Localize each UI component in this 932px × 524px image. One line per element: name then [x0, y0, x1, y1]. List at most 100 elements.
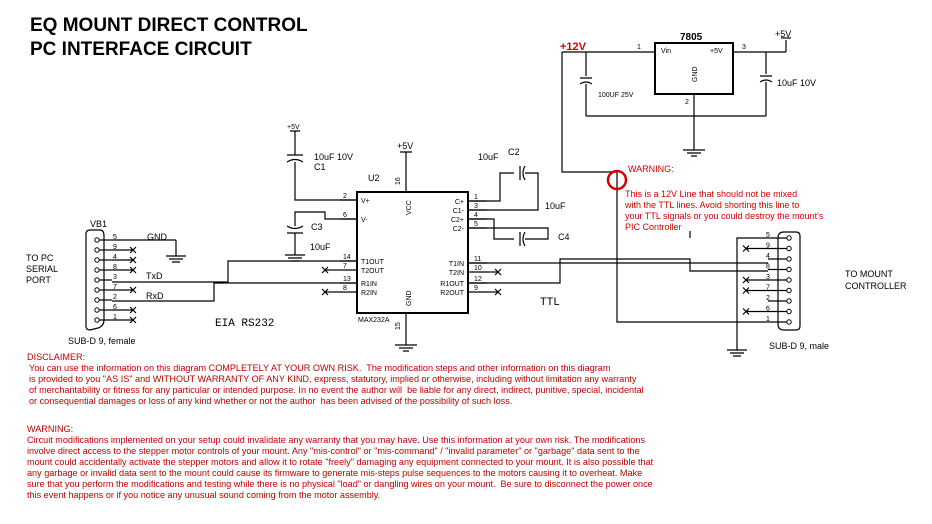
cap-in-value: 100UF 25V	[598, 92, 634, 99]
max232-left-pin-name: R2IN	[361, 290, 377, 297]
pc-pin-socket	[94, 247, 100, 253]
mount-pin-number: 7	[766, 285, 770, 292]
no-connect-mark	[129, 246, 137, 254]
mount-pin-socket	[786, 298, 792, 304]
title-line-2: PC INTERFACE CIRCUIT	[30, 39, 252, 60]
c2-value: 10uF	[478, 152, 499, 162]
max232-right-pin-number: 5	[474, 221, 478, 228]
max232-ref: U2	[368, 173, 380, 183]
mount-pin-number: 1	[766, 316, 770, 323]
no-connect-mark	[742, 287, 750, 294]
mount-pin-number: 9	[766, 243, 770, 250]
regulator-7805: 7805 Vin +5V GND 1 2 3 +5V +12V 100UF 25…	[560, 29, 816, 173]
line-12v	[561, 52, 617, 173]
pc-connector-ref: VB1	[90, 219, 107, 229]
warning-footer-line-5: sure that you perform the modifications …	[27, 479, 653, 489]
max232-right-pin-number: 10	[474, 265, 482, 272]
mount-pin-socket	[786, 266, 792, 273]
pc-pin-number: 1	[113, 314, 117, 321]
max232-right-pin-name: C1-	[453, 208, 465, 215]
pc-pin-number: 9	[113, 244, 117, 251]
disclaimer-line-1: You can use the information on this diag…	[29, 363, 611, 373]
max232-vcc-line	[400, 151, 412, 192]
no-connect-mark	[321, 266, 329, 274]
warning-footer-line-1: Circuit modifications implemented on you…	[27, 435, 645, 445]
c1-supply: +5V	[287, 124, 300, 131]
mount-pin-number: 2	[766, 295, 770, 302]
pc-pin-number: 5	[113, 234, 117, 241]
c2-symbol	[468, 165, 539, 211]
max232-left-pin-name: V-	[361, 217, 368, 224]
pc-connector-type: SUB-D 9, female	[68, 336, 136, 346]
c3-value: 10uF	[310, 242, 331, 252]
mount-pin-socket	[786, 308, 792, 315]
pc-pin-socket	[94, 317, 100, 323]
warning-footer-line-4: any garbage or invalid data sent to the …	[27, 468, 643, 478]
c1-symbol	[286, 130, 357, 201]
c1-ref: C1	[314, 162, 326, 172]
mount-pin-number: 8	[766, 264, 770, 271]
mount-pin-number: 6	[766, 306, 770, 313]
mount-label-2: CONTROLLER	[845, 281, 907, 291]
max232-right-pin-name: T2IN	[449, 270, 464, 277]
cap-out-symbol	[759, 52, 773, 116]
no-connect-mark	[129, 316, 137, 324]
max232-left-pin-number: 2	[343, 193, 347, 200]
pc-gnd-label: GND	[147, 232, 168, 242]
pc-pin-socket	[94, 297, 100, 303]
max232-right-pin-number: 1	[474, 194, 478, 201]
mount-connector-shell	[777, 231, 801, 331]
max232-right-pin-name: T1IN	[449, 261, 464, 268]
max232-vcc-label: VCC	[406, 200, 413, 215]
mount-pin-socket	[786, 277, 792, 283]
max232-left-pin-name: T2OUT	[361, 268, 385, 275]
c4-value: 10uF	[545, 201, 566, 211]
regulator-vout: +5V	[710, 48, 723, 55]
regulator-pin2: 2	[685, 99, 689, 106]
max232-body	[356, 191, 469, 314]
max232-right-pin-name: R2OUT	[440, 290, 464, 297]
disclaimer-line-4: or consequential damages or loss of any …	[29, 396, 513, 406]
wiring	[112, 172, 768, 357]
pc-pin-number: 4	[113, 254, 117, 261]
regulator-rails	[562, 40, 787, 53]
warning-footer-line-6: this event happens or if you notice any …	[27, 490, 381, 500]
mount-bus-label: TTL	[540, 297, 560, 309]
max232-left-pin-name: R1IN	[361, 281, 377, 288]
max232-right-pin-number: 12	[474, 276, 482, 283]
regulator-supply-out: +5V	[775, 29, 791, 39]
wire-r1out	[468, 258, 768, 284]
mount-pin-socket	[786, 256, 792, 262]
capacitor-c2: C2 10uF	[468, 147, 539, 211]
max232-right-pin-name: C+	[455, 199, 464, 206]
max232-right-pin-number: 3	[474, 203, 478, 210]
no-connect-mark	[129, 306, 137, 314]
mount-pin-socket	[786, 245, 792, 252]
regulator-gnd: GND	[692, 66, 699, 82]
max232-pin-vcc: 16	[395, 177, 402, 185]
warning-note-line-1: This is a 12V Line that should not be mi…	[625, 189, 797, 199]
disclaimer-title: DISCLAIMER:	[27, 352, 86, 362]
mount-pin-number: 4	[766, 253, 770, 260]
pc-label-1: TO PC	[26, 253, 54, 263]
no-connect-mark	[742, 245, 750, 252]
regulator-pin3: 3	[742, 44, 746, 51]
mount-pin-socket	[786, 319, 792, 325]
pc-pin-socket	[94, 307, 100, 313]
no-connect-mark	[494, 268, 502, 276]
no-connect-mark	[129, 286, 137, 294]
warning-note-line-2: with the TTL lines. Avoid shorting this …	[624, 200, 799, 210]
cap-out-value: 10uF 10V	[777, 78, 816, 88]
pc-pin-number: 6	[113, 304, 117, 311]
max232-gnd-label: GND	[406, 290, 413, 306]
max232-left-pin-name: T1OUT	[361, 259, 385, 266]
max232-right-pin-number: 4	[474, 212, 478, 219]
max232-left-pin-number: 6	[343, 212, 347, 219]
max232-right-pin-number: 9	[474, 285, 478, 292]
max232-left-pin-number: 7	[343, 263, 347, 270]
